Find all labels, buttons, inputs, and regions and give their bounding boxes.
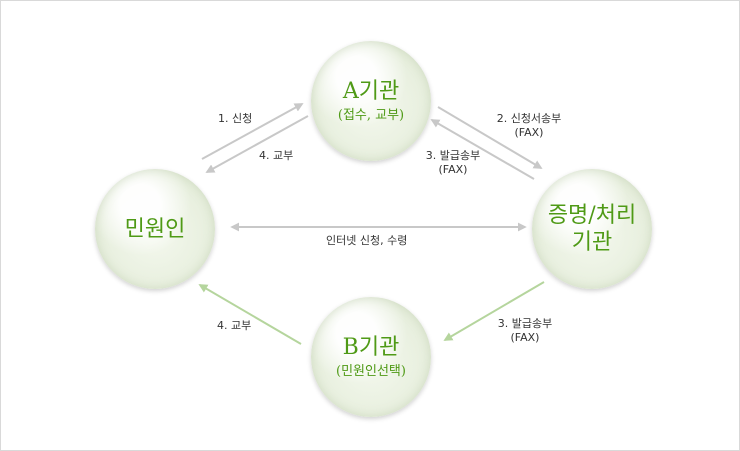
label-a-to-cert-line2: (FAX): [514, 126, 544, 139]
node-b-agency-subtitle: (민원인선택): [336, 363, 406, 379]
label-cert-to-b-line1: 3. 발급송부: [497, 317, 553, 330]
node-a-agency-subtitle: (접수, 교부): [337, 107, 405, 123]
node-b-agency: B기관 (민원인선택): [311, 297, 431, 417]
node-citizen: 민원인: [95, 169, 215, 289]
label-internet: 인터넷 신청, 수령: [326, 234, 408, 247]
node-cert-agency-title-line1: 증명/처리: [547, 203, 637, 228]
label-cert-to-b-line2: (FAX): [510, 331, 540, 344]
node-a-agency-title: A기관: [342, 78, 400, 104]
label-a-to-citizen: 4. 교부: [259, 149, 294, 162]
label-cert-to-a: 3. 발급송부 (FAX): [415, 149, 491, 177]
label-cert-to-a-line1: 3. 발급송부: [425, 149, 481, 162]
node-citizen-title: 민원인: [124, 216, 186, 242]
node-b-agency-title: B기관: [342, 334, 400, 360]
arrow-cert-to-b: [443, 281, 545, 341]
arrow-a-to-citizen: [205, 115, 309, 173]
arrow-cert-to-a: [430, 119, 535, 180]
arrow-a-to-cert: [437, 106, 543, 169]
label-a-to-cert-line1: 2. 신청서송부: [496, 112, 562, 125]
label-cert-to-b: 3. 발급송부 (FAX): [487, 317, 563, 345]
label-citizen-to-a: 1. 신청: [218, 112, 253, 125]
label-cert-to-a-line2: (FAX): [438, 163, 468, 176]
node-cert-agency: 증명/처리 기관: [532, 169, 652, 289]
arrow-citizen-to-a: [201, 103, 304, 160]
node-cert-agency-title-line2: 기관: [571, 230, 613, 255]
label-a-to-cert: 2. 신청서송부 (FAX): [487, 112, 571, 140]
node-a-agency: A기관 (접수, 교부): [311, 41, 431, 161]
arrow-b-to-citizen: [198, 284, 302, 345]
label-b-to-citizen: 4. 교부: [217, 319, 252, 332]
